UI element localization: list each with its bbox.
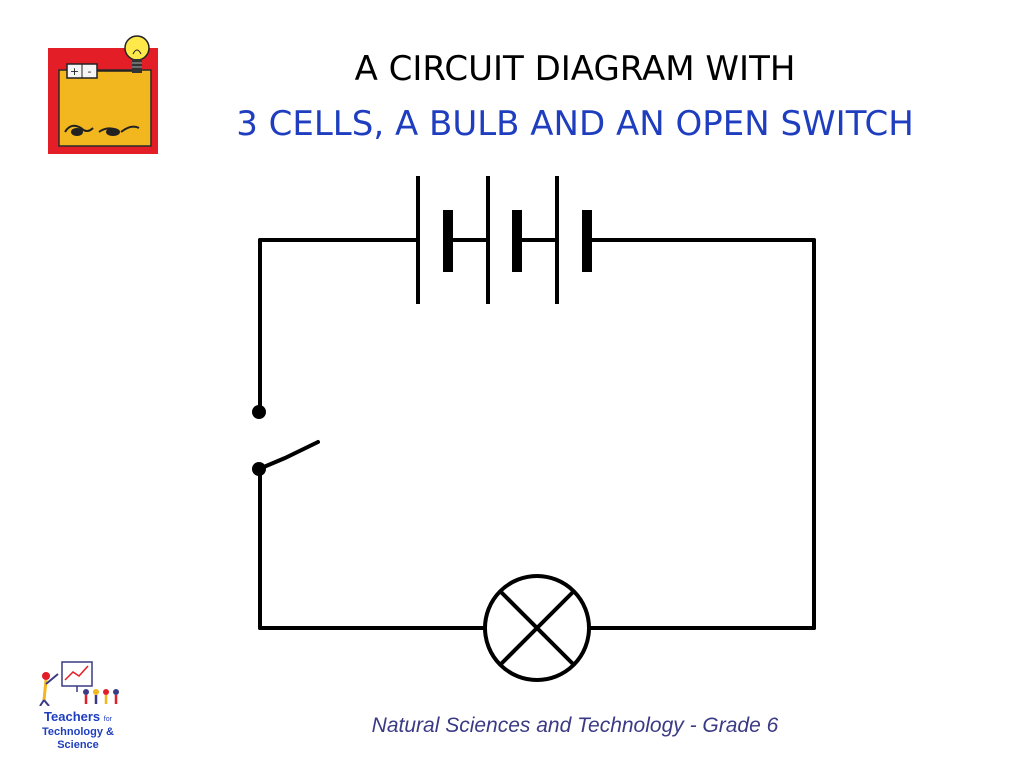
logo-text: Teachers for Technology & Science bbox=[28, 710, 128, 752]
svg-text:+: + bbox=[70, 65, 79, 78]
cell-2 bbox=[448, 176, 522, 304]
teachers-logo: Teachers for Technology & Science bbox=[28, 660, 128, 751]
cell-1 bbox=[416, 176, 453, 304]
logo-line-1: Teachers bbox=[44, 709, 101, 724]
teachers-figures-icon bbox=[39, 661, 119, 707]
bulb-symbol bbox=[483, 574, 591, 682]
slide-title: A CIRCUIT DIAGRAM WITH 3 CELLS, A BULB A… bbox=[160, 48, 990, 146]
svg-text:-: - bbox=[88, 65, 92, 78]
circuit-kit-icon: + - bbox=[48, 35, 158, 154]
footer-caption: Natural Sciences and Technology - Grade … bbox=[371, 714, 779, 737]
cell-3 bbox=[517, 176, 592, 304]
open-switch bbox=[252, 405, 320, 476]
logo-for: for bbox=[103, 716, 112, 723]
logo-line-2: Technology & Science bbox=[42, 726, 114, 751]
light-bulb-icon bbox=[124, 35, 150, 73]
title-line-2: 3 CELLS, A BULB AND AN OPEN SWITCH bbox=[236, 104, 914, 144]
title-line-1: A CIRCUIT DIAGRAM WITH bbox=[354, 49, 796, 89]
